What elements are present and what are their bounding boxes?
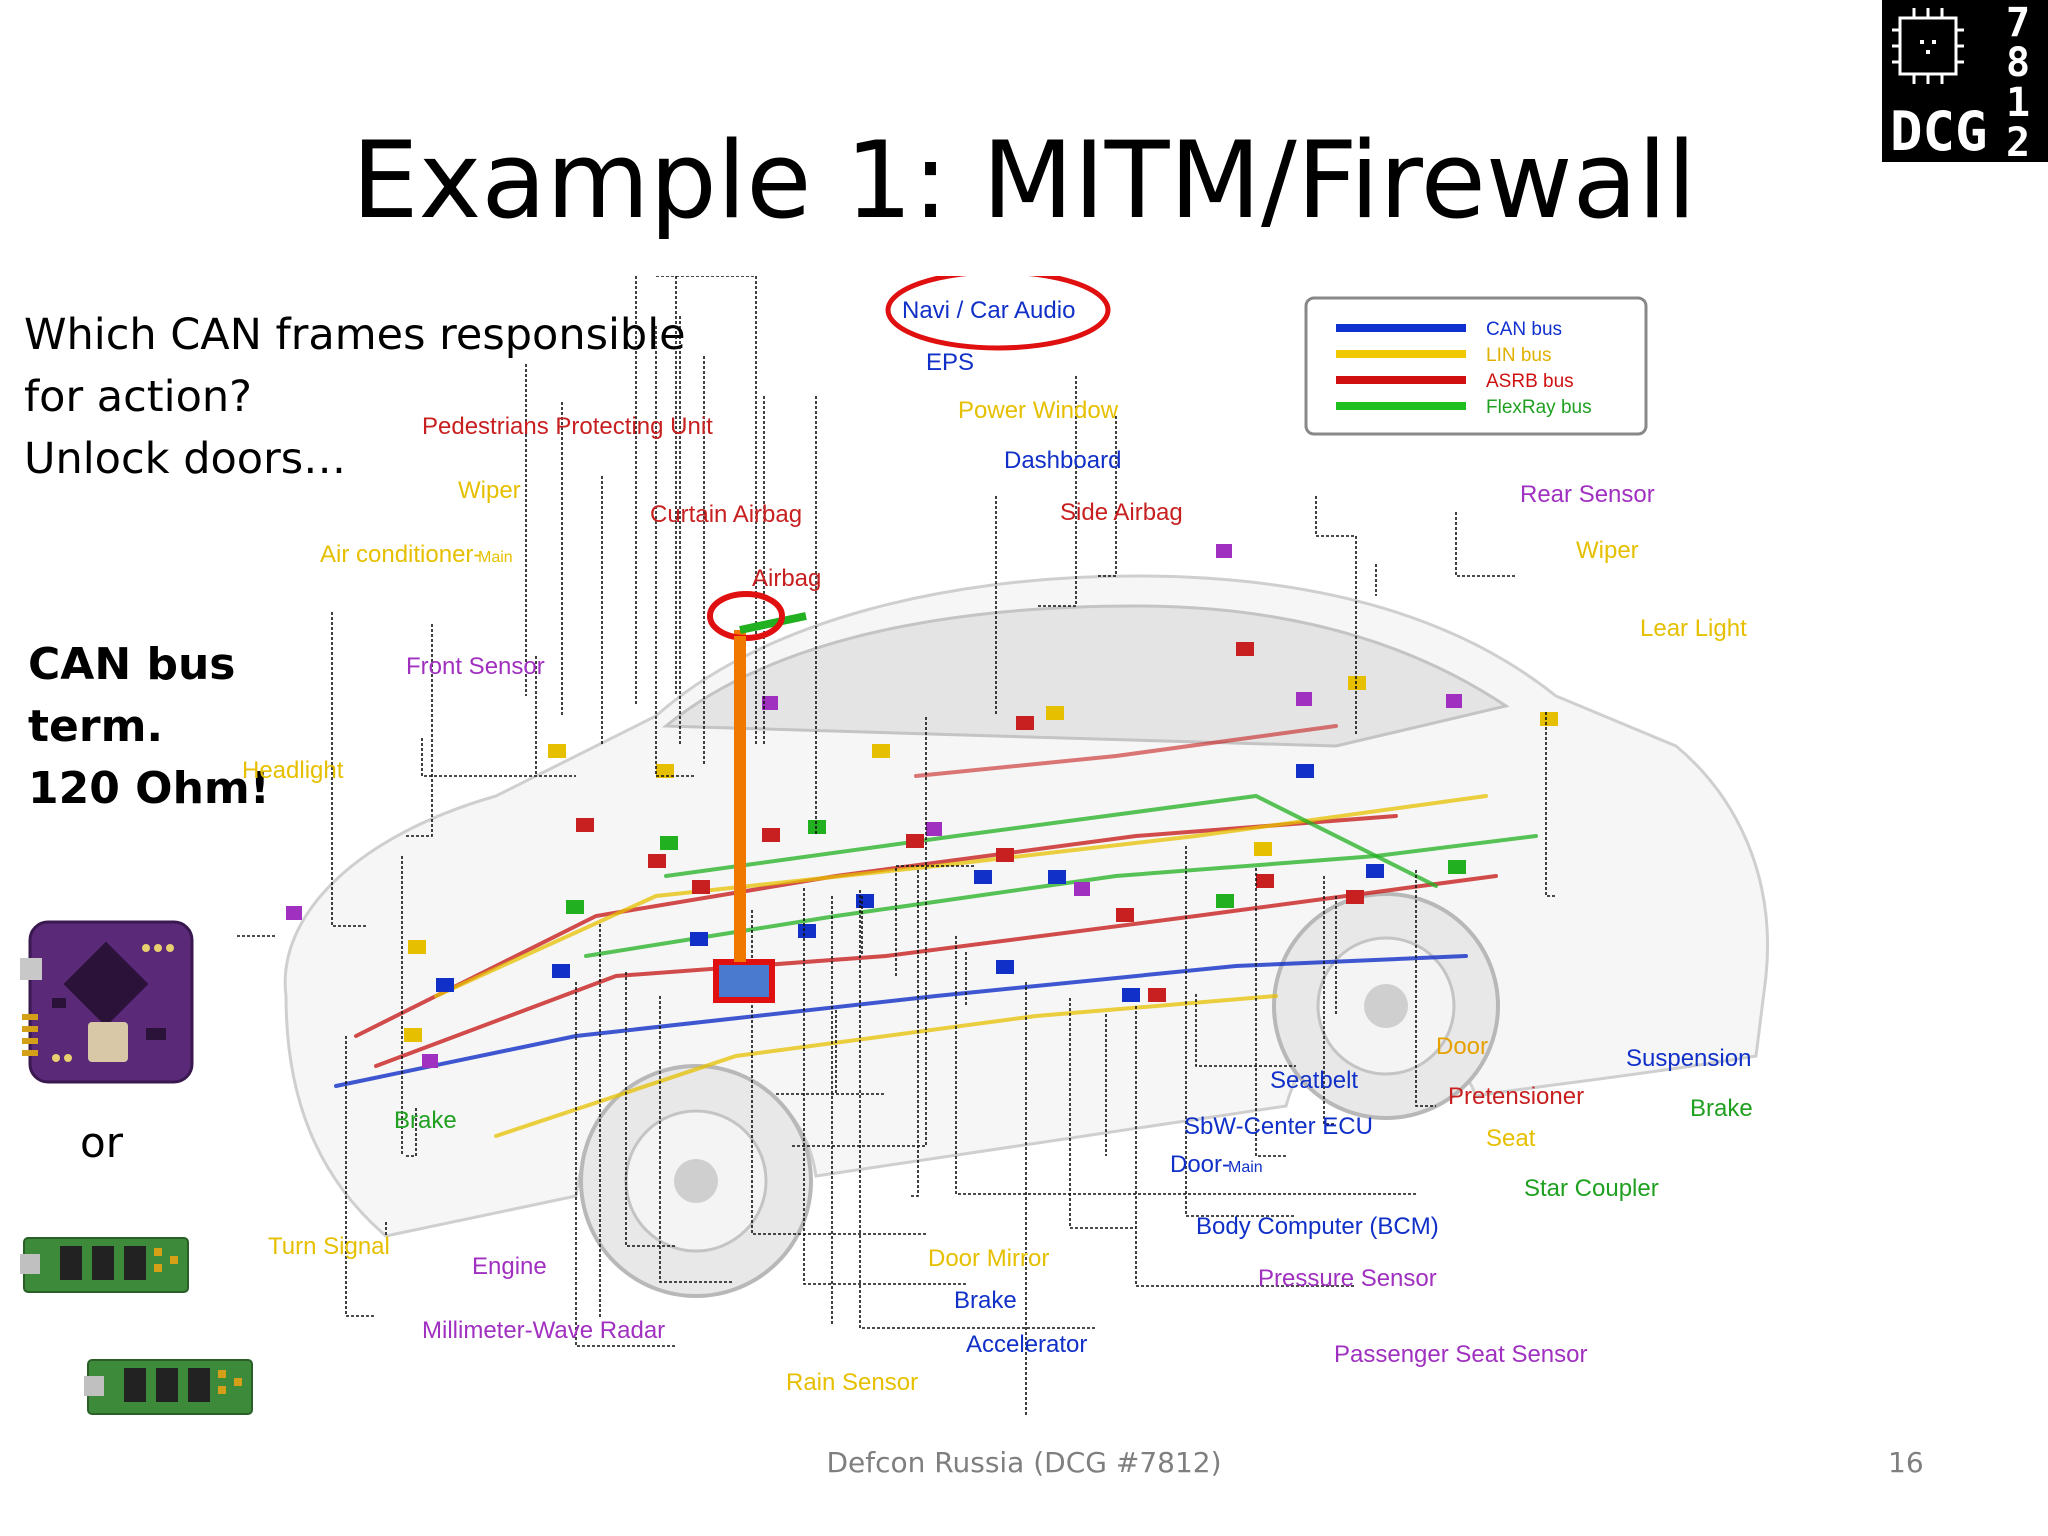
termination-note: CAN bus term. 120 Ohm! (28, 634, 270, 820)
label-power-window: Power Window (958, 397, 1119, 424)
term-line: CAN bus (28, 639, 236, 690)
purple-board-image (16, 918, 196, 1090)
label-pressure-sensor: Pressure Sensor (1258, 1265, 1437, 1292)
legend-can: CAN bus (1486, 319, 1562, 340)
legend-asrb: ASRB bus (1486, 371, 1574, 392)
legend-flexray: FlexRay bus (1486, 397, 1592, 418)
green-board-image (20, 1230, 192, 1300)
label-navi: Navi / Car Audio (902, 297, 1075, 324)
label-door-main: Door- (1170, 1151, 1230, 1178)
question-line: Which CAN frames responsible (24, 310, 686, 360)
label-sbw: SbW-Center ECU (1184, 1113, 1373, 1140)
label-door: Door (1436, 1033, 1488, 1060)
label-brake-left: Brake (394, 1107, 457, 1134)
label-seatbelt: Seatbelt (1270, 1067, 1358, 1094)
page-number: 16 (1888, 1446, 1924, 1479)
label-brake-right: Brake (1690, 1095, 1753, 1122)
green-board-image (84, 1352, 256, 1422)
label-turn-signal: Turn Signal (268, 1233, 390, 1260)
navi-highlight (885, 276, 1111, 351)
label-door-main-sub: Main (1228, 1159, 1263, 1176)
label-brake-bottom: Brake (954, 1287, 1017, 1314)
label-air-conditioner: Air conditioner- (320, 541, 481, 568)
label-accelerator: Accelerator (966, 1331, 1087, 1358)
label-air-conditioner-sub: Main (478, 549, 513, 566)
legend-lin: LIN bus (1486, 345, 1551, 366)
label-front-sensor: Front Sensor (406, 653, 545, 680)
car-network-diagram: CAN bus LIN bus ASRB bus FlexRay bus Nav… (236, 276, 1826, 1416)
label-ped-unit: Pedestrians Protecting Unit (422, 413, 713, 440)
rear-wheel (1272, 892, 1500, 1120)
label-airbag: Airbag (752, 565, 821, 592)
label-suspension: Suspension (1626, 1045, 1751, 1072)
question-line: Unlock doors… (24, 434, 347, 484)
label-headlight: Headlight (242, 757, 344, 784)
label-bcm: Body Computer (BCM) (1196, 1213, 1439, 1240)
label-passenger-seat: Passenger Seat Sensor (1334, 1341, 1588, 1368)
logo-digit: 7 (2006, 0, 2030, 46)
label-mm-radar: Millimeter-Wave Radar (422, 1317, 665, 1344)
term-line: 120 Ohm! (28, 763, 270, 814)
label-pretensioner: Pretensioner (1448, 1083, 1584, 1110)
or-label: or (80, 1118, 123, 1167)
label-side-airbag: Side Airbag (1060, 499, 1183, 526)
label-seat: Seat (1486, 1125, 1536, 1152)
logo-digit: 1 (2006, 80, 2030, 126)
mitm-device (707, 591, 807, 1003)
term-line: term. (28, 701, 164, 752)
label-dashboard: Dashboard (1004, 447, 1121, 474)
label-rear-sensor: Rear Sensor (1520, 481, 1655, 508)
label-rear-light: Lear Light (1640, 615, 1747, 642)
legend-box: CAN bus LIN bus ASRB bus FlexRay bus (1304, 296, 1648, 436)
logo-text: DCG (1890, 100, 1988, 162)
label-curtain-airbag: Curtain Airbag (650, 501, 802, 528)
logo-digit: 2 (2006, 120, 2030, 162)
question-text: Which CAN frames responsible for action?… (24, 304, 724, 490)
dcg-logo: DCG 7 8 1 2 (1882, 0, 2048, 162)
label-eps: EPS (926, 349, 974, 376)
slide-title: Example 1: MITM/Firewall (351, 119, 1697, 242)
label-wiper-front: Wiper (458, 477, 521, 504)
label-engine: Engine (472, 1253, 547, 1280)
label-door-mirror: Door Mirror (928, 1245, 1049, 1272)
question-line: for action? (24, 372, 252, 422)
label-wiper-rear: Wiper (1576, 537, 1639, 564)
footer-text: Defcon Russia (DCG #7812) (826, 1446, 1222, 1479)
front-wheel (579, 1064, 813, 1298)
label-star-coupler: Star Coupler (1524, 1175, 1659, 1202)
label-rain-sensor: Rain Sensor (786, 1369, 918, 1396)
logo-digit: 8 (2006, 40, 2030, 86)
